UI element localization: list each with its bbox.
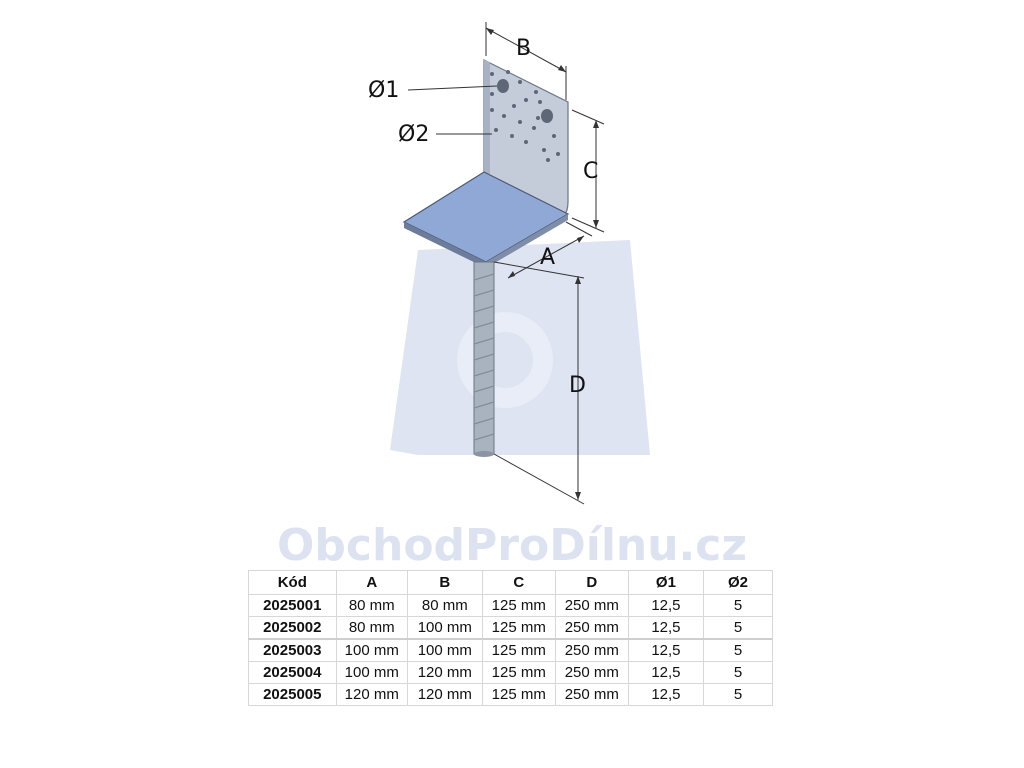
cell-hole1: 12,5 — [627, 661, 705, 684]
cell-d: 250 mm — [554, 638, 629, 662]
dim-label-d: D — [569, 373, 586, 398]
cell-hole1: 12,5 — [627, 616, 705, 640]
col-header-d: D — [554, 570, 629, 595]
cell-a: 80 mm — [335, 594, 408, 617]
threaded-rod — [473, 261, 495, 457]
cell-a: 100 mm — [335, 638, 408, 662]
dimension-lines — [407, 22, 605, 505]
dim-label-b: B — [516, 36, 531, 61]
cell-code: 2025003 — [248, 638, 337, 662]
dim-label-hole1: Ø1 — [368, 78, 399, 103]
cell-b: 100 mm — [406, 638, 483, 662]
cell-code: 2025005 — [248, 683, 337, 706]
col-header-b: B — [406, 570, 483, 595]
cell-hole2: 5 — [703, 661, 773, 684]
watermark-text: ObchodProDílnu.cz — [277, 520, 747, 571]
cell-a: 80 mm — [335, 616, 408, 640]
col-header-hole2: Ø2 — [703, 570, 773, 595]
table-row: 2025002 80 mm 100 mm 125 mm 250 mm 12,5 … — [248, 616, 773, 640]
cell-c: 125 mm — [481, 616, 556, 640]
dim-label-hole2: Ø2 — [398, 122, 429, 147]
table-row: 2025001 80 mm 80 mm 125 mm 250 mm 12,5 5 — [248, 594, 773, 617]
table-header-row: Kód A B C D Ø1 Ø2 — [248, 570, 773, 595]
col-header-c: C — [481, 570, 556, 595]
cell-c: 125 mm — [481, 683, 556, 706]
cell-b: 100 mm — [406, 616, 483, 640]
dim-label-c: C — [583, 159, 598, 184]
col-header-a: A — [335, 570, 408, 595]
cell-hole2: 5 — [703, 594, 773, 617]
watermark-logo — [390, 240, 650, 455]
dimension-arrows — [486, 28, 599, 500]
base-plate — [402, 171, 570, 268]
cell-d: 250 mm — [554, 661, 629, 684]
table-row: 2025005 120 mm 120 mm 125 mm 250 mm 12,5… — [248, 683, 773, 706]
dim-label-a: A — [540, 245, 555, 270]
cell-b: 120 mm — [406, 661, 483, 684]
cell-hole1: 12,5 — [627, 594, 705, 617]
cell-c: 125 mm — [481, 661, 556, 684]
cell-a: 120 mm — [335, 683, 408, 706]
cell-hole2: 5 — [703, 683, 773, 706]
cell-code: 2025001 — [248, 594, 337, 617]
table-row: 2025003 100 mm 100 mm 125 mm 250 mm 12,5… — [248, 638, 773, 662]
table-row: 2025004 100 mm 120 mm 125 mm 250 mm 12,5… — [248, 661, 773, 684]
cell-hole2: 5 — [703, 638, 773, 662]
cell-code: 2025004 — [248, 661, 337, 684]
cell-b: 80 mm — [406, 594, 483, 617]
cell-hole1: 12,5 — [627, 638, 705, 662]
spec-table: Kód A B C D Ø1 Ø2 2025001 80 mm 80 mm 12… — [248, 570, 773, 706]
cell-c: 125 mm — [481, 594, 556, 617]
cell-d: 250 mm — [554, 683, 629, 706]
col-header-code: Kód — [248, 570, 337, 595]
cell-c: 125 mm — [481, 638, 556, 662]
cell-a: 100 mm — [335, 661, 408, 684]
cell-b: 120 mm — [406, 683, 483, 706]
cell-d: 250 mm — [554, 616, 629, 640]
cell-hole1: 12,5 — [627, 683, 705, 706]
cell-hole2: 5 — [703, 616, 773, 640]
col-header-hole1: Ø1 — [627, 570, 705, 595]
cell-d: 250 mm — [554, 594, 629, 617]
anchor-diagram: B C A D Ø1 Ø2 — [368, 22, 650, 505]
cell-code: 2025002 — [248, 616, 337, 640]
